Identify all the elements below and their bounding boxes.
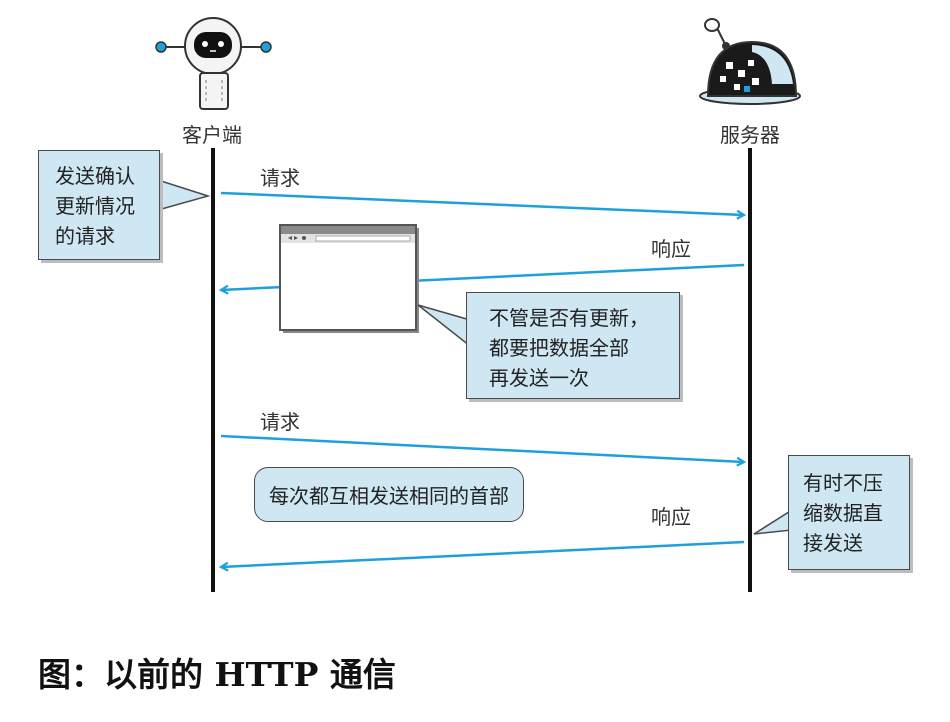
request-arrow-1 <box>220 191 744 215</box>
note-no-compress-line-3: 接发送 <box>803 531 863 555</box>
response-label-1: 响应 <box>651 237 691 261</box>
server-label: 服务器 <box>720 123 780 147</box>
note-full-resend-line-1: 不管是否有更新， <box>489 306 649 330</box>
note-same-headers: 每次都互相发送相同的首部 <box>254 467 524 522</box>
browser-window-icon <box>279 224 419 333</box>
client-label: 客户端 <box>182 123 242 147</box>
note-full-resend: 不管是否有更新， 都要把数据全部 再发送一次 <box>466 292 680 399</box>
client-robot-icon <box>155 17 272 110</box>
request-label-1: 请求 <box>260 166 300 190</box>
note-confirm-update: 发送确认 更新情况 的请求 <box>38 150 160 260</box>
note-confirm-update-line-2: 更新情况 <box>55 194 135 218</box>
response-arrow-2 <box>221 540 745 567</box>
callout-tail-resend <box>417 304 471 348</box>
note-no-compress: 有时不压 缩数据直 接发送 <box>788 455 910 570</box>
note-full-resend-line-2: 都要把数据全部 <box>489 336 629 360</box>
note-no-compress-line-1: 有时不压 <box>803 471 883 495</box>
callout-tail-compress <box>753 508 793 535</box>
note-confirm-update-line-3: 的请求 <box>55 224 115 248</box>
request-arrow-2 <box>220 434 744 462</box>
server-robot-icon <box>699 18 801 105</box>
note-no-compress-line-2: 缩数据直 <box>803 501 883 525</box>
request-label-2: 请求 <box>260 410 300 434</box>
figure-caption: 图：以前的 HTTP 通信 <box>38 655 396 694</box>
response-label-2: 响应 <box>651 505 691 529</box>
callout-tail-confirm <box>157 178 211 211</box>
note-confirm-update-line-1: 发送确认 <box>55 164 135 188</box>
note-full-resend-line-3: 再发送一次 <box>489 366 589 390</box>
